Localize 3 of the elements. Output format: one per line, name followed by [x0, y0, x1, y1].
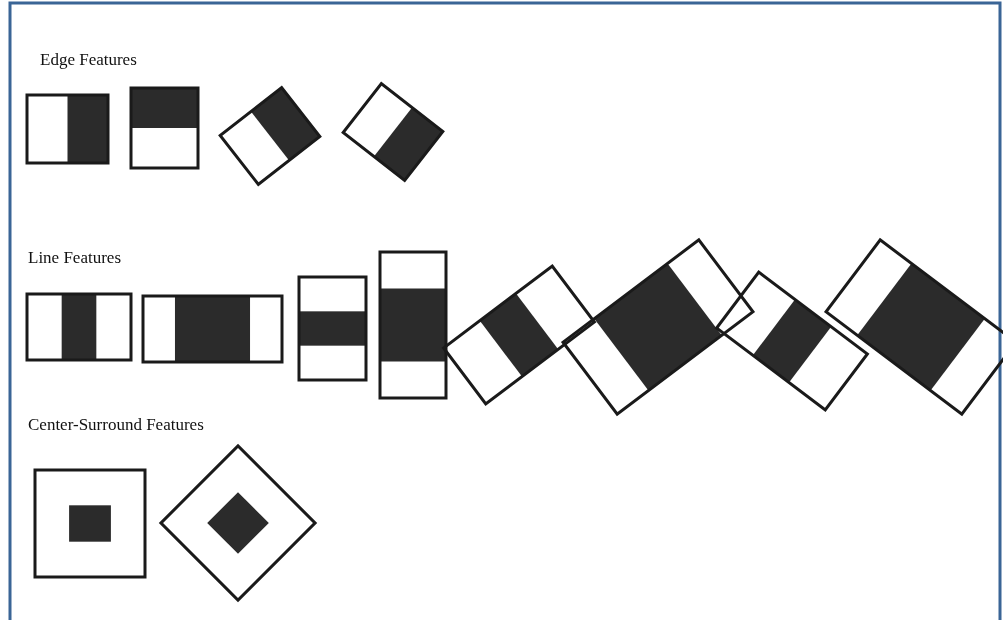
- section-heading: Line Features: [28, 248, 121, 268]
- section-heading: Center-Surround Features: [28, 415, 204, 435]
- section-heading: Edge Features: [40, 50, 137, 70]
